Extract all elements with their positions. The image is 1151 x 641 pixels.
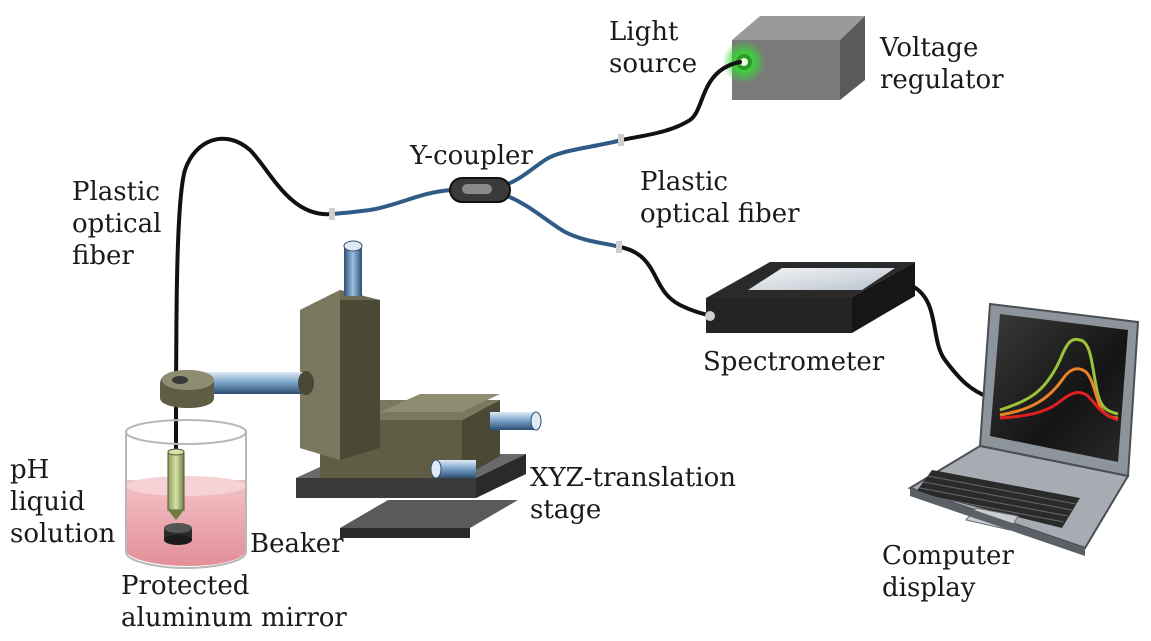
label-plastic-fiber-right-line1: Plastic [640, 167, 728, 197]
label-plastic-fiber-left-line3: fiber [72, 241, 134, 271]
label-y-coupler: Y-coupler [410, 141, 533, 171]
label-xyz-stage-line1: XYZ-translation [530, 463, 736, 493]
label-computer-display: Computer display [882, 540, 1014, 604]
label-ph-solution-line1: pH [10, 455, 50, 485]
usb-cable [910, 284, 991, 400]
clamp-icon [160, 370, 214, 408]
label-plastic-fiber-right: Plastic optical fiber [640, 166, 800, 230]
label-light-source-line1: Light [609, 17, 679, 47]
beaker-icon [125, 419, 247, 570]
label-mirror-line1: Protected [121, 571, 250, 601]
label-mirror: Protected aluminum mirror [121, 570, 347, 634]
label-xyz-stage-line2: stage [530, 495, 602, 525]
label-light-source: Light source [609, 16, 697, 80]
label-voltage-regulator: Voltage regulator [880, 32, 1004, 96]
mirror-icon [164, 523, 192, 545]
label-plastic-fiber-left-line2: optical [72, 209, 162, 239]
label-xyz-stage: XYZ-translation stage [530, 462, 736, 526]
laptop-icon [907, 302, 1140, 556]
label-plastic-fiber-left: Plastic optical fiber [72, 176, 161, 272]
led-light-icon [722, 40, 766, 84]
xyz-stage-icon [160, 240, 542, 538]
fiber-probe-icon [167, 448, 185, 520]
label-ph-solution: pH liquid solution [10, 454, 115, 550]
label-plastic-fiber-right-line2: optical fiber [640, 199, 800, 229]
label-computer-display-line2: display [882, 573, 976, 603]
optical-fibers [174, 60, 742, 462]
y-coupler-icon [449, 177, 511, 203]
label-computer-display-line1: Computer [882, 541, 1014, 571]
label-voltage-regulator-line1: Voltage [880, 33, 979, 63]
label-ph-solution-line3: solution [10, 519, 116, 549]
label-plastic-fiber-left-line1: Plastic [72, 177, 160, 207]
spectrometer-icon [705, 262, 915, 333]
label-mirror-line2: aluminum mirror [121, 603, 347, 633]
voltage-regulator-box [732, 16, 865, 100]
label-voltage-regulator-line2: regulator [880, 65, 1004, 95]
label-light-source-line2: source [609, 49, 698, 79]
label-beaker: Beaker [250, 529, 344, 559]
label-spectrometer: Spectrometer [703, 347, 885, 377]
label-ph-solution-line2: liquid [10, 487, 85, 517]
